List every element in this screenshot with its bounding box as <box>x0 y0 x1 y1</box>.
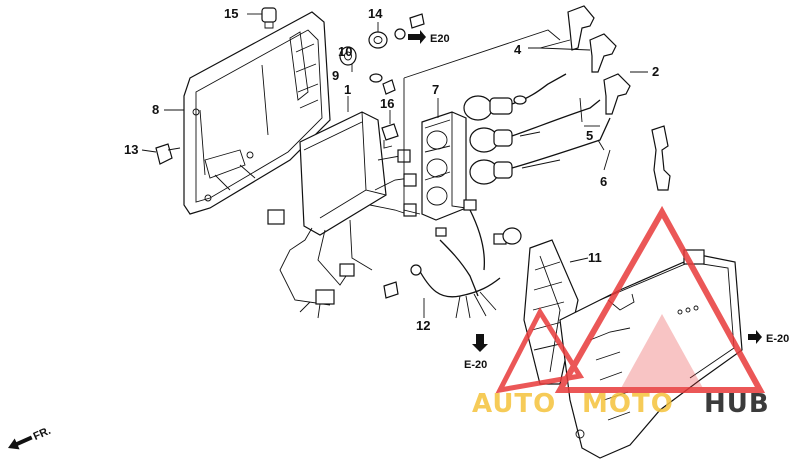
part-8-cover-plate <box>183 11 331 215</box>
watermark-text-moto: MOTO <box>582 389 674 419</box>
callout-15: 15 <box>224 6 238 21</box>
callout-13: 13 <box>124 142 138 157</box>
direction-indicator: FR. <box>8 425 53 450</box>
part-9-grommet <box>339 46 396 95</box>
ref-top-label: E20 <box>430 33 450 45</box>
watermark-logo: AUTO MOTO HUB <box>472 205 770 419</box>
ref-bottom-label: E-20 <box>464 359 487 371</box>
group-bracket-line <box>403 29 561 215</box>
callout-16: 16 <box>380 96 394 111</box>
leader-lines <box>141 13 648 318</box>
callout-6: 6 <box>600 174 607 189</box>
part-2-ignition-coils <box>463 73 611 185</box>
callout-12: 12 <box>416 318 430 333</box>
front-arrow-icon <box>8 435 33 450</box>
callout-labels: 15 14 4 2 10 9 1 7 8 16 5 13 6 11 12 <box>124 6 659 333</box>
callout-10: 10 <box>338 44 352 59</box>
callout-4: 4 <box>514 42 522 57</box>
callout-7: 7 <box>432 82 439 97</box>
arrow-down-icon <box>472 334 488 352</box>
part-13-clip <box>155 143 181 165</box>
part-4-plug-caps <box>567 5 631 115</box>
direction-label: FR. <box>32 425 53 443</box>
ref-top: E20 <box>408 30 450 45</box>
watermark-small-triangle <box>495 306 585 394</box>
ref-right-label: E-20 <box>766 333 789 345</box>
part-16-screw <box>381 123 399 149</box>
ref-bottom: E-20 <box>464 334 488 371</box>
callout-2: 2 <box>652 64 659 79</box>
callout-1: 1 <box>344 82 351 97</box>
ref-right: E-20 <box>748 330 789 345</box>
part-3-clip <box>651 125 671 191</box>
callout-11: 11 <box>588 250 602 265</box>
arrow-right-icon <box>748 330 762 344</box>
part-7-coil-holder <box>421 111 467 221</box>
part-15-plug <box>261 7 277 29</box>
watermark-text-hub: HUB <box>704 389 770 419</box>
callout-14: 14 <box>368 6 383 21</box>
part-14-grommet <box>368 13 425 49</box>
watermark-text-auto: AUTO <box>472 389 556 419</box>
part-1-control-unit <box>267 111 417 319</box>
part-12-wire-harness <box>383 199 522 319</box>
watermark-triangle <box>554 205 766 393</box>
callout-9: 9 <box>332 68 339 83</box>
arrow-right-icon <box>408 30 426 44</box>
callout-8: 8 <box>152 102 159 117</box>
callout-5: 5 <box>586 128 593 143</box>
